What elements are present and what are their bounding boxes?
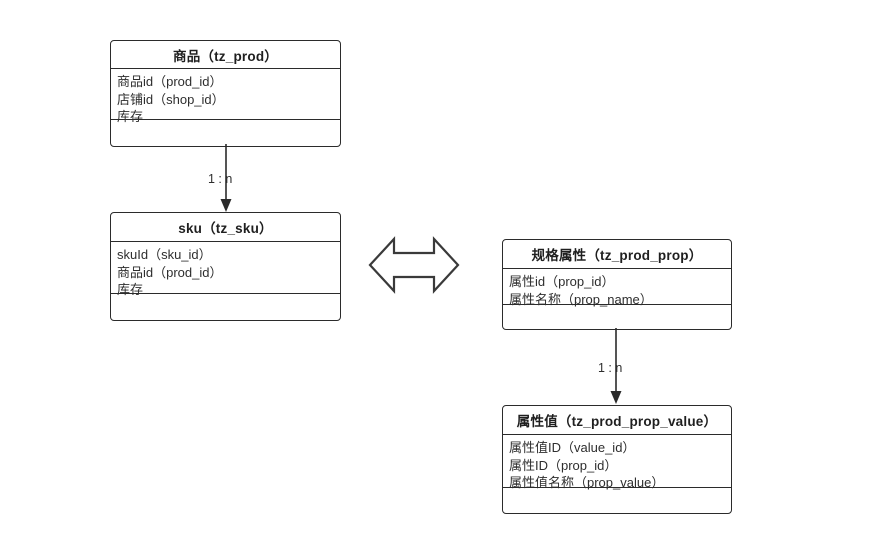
entity-footer-tz-prod-prop-value (503, 488, 731, 512)
entity-box-tz-prod-prop[interactable]: 规格属性（tz_prod_prop） 属性id（prop_id） 属性名称（pr… (502, 239, 732, 330)
connector-label-prop-to-prop-value: 1 : n (598, 361, 623, 375)
attribute-row: 属性值名称（prop_value） (509, 475, 665, 490)
attribute-row: 属性id（prop_id） (509, 274, 615, 289)
entity-attributes-tz-prod-prop-value: 属性值ID（value_id） 属性ID（prop_id） 属性值名称（prop… (503, 435, 731, 490)
attribute-row: 属性值ID（value_id） (509, 440, 636, 455)
entity-attributes-tz-prod: 商品id（prod_id） 店铺id（shop_id） 库存 (111, 69, 340, 124)
entity-footer-tz-sku (111, 294, 340, 319)
attribute-row: skuId（sku_id） (117, 247, 212, 262)
attribute-row: 商品id（prod_id） (117, 74, 223, 89)
entity-title-tz-prod: 商品（tz_prod） (111, 41, 340, 69)
attribute-row: 属性ID（prop_id） (509, 457, 618, 473)
entity-title-tz-prod-prop-value: 属性值（tz_prod_prop_value） (503, 406, 731, 435)
entity-box-tz-prod-prop-value[interactable]: 属性值（tz_prod_prop_value） 属性值ID（value_id） … (502, 405, 732, 514)
connector-prod-to-sku-arrow-icon (220, 144, 232, 212)
entity-box-tz-prod[interactable]: 商品（tz_prod） 商品id（prod_id） 店铺id（shop_id） … (110, 40, 341, 147)
connector-prop-to-prop-value-arrow-icon (610, 328, 622, 404)
entity-attributes-tz-sku: skuId（sku_id） 商品id（prod_id） 库存 (111, 242, 340, 297)
entity-attributes-tz-prod-prop: 属性id（prop_id） 属性名称（prop_name） (503, 269, 731, 307)
attribute-row: 店铺id（shop_id） (117, 91, 225, 107)
entity-title-tz-prod-prop: 规格属性（tz_prod_prop） (503, 240, 731, 269)
attribute-row: 库存 (117, 282, 144, 297)
connector-label-prod-to-sku: 1 : n (208, 172, 233, 186)
entity-title-tz-sku: sku（tz_sku） (111, 213, 340, 242)
entity-footer-tz-prod (111, 120, 340, 145)
entity-footer-tz-prod-prop (503, 305, 731, 328)
attribute-row: 属性名称（prop_name） (509, 291, 653, 307)
attribute-row: 商品id（prod_id） (117, 264, 223, 280)
double-headed-arrow-icon (368, 236, 460, 294)
entity-box-tz-sku[interactable]: sku（tz_sku） skuId（sku_id） 商品id（prod_id） … (110, 212, 341, 321)
attribute-row: 库存 (117, 109, 144, 124)
